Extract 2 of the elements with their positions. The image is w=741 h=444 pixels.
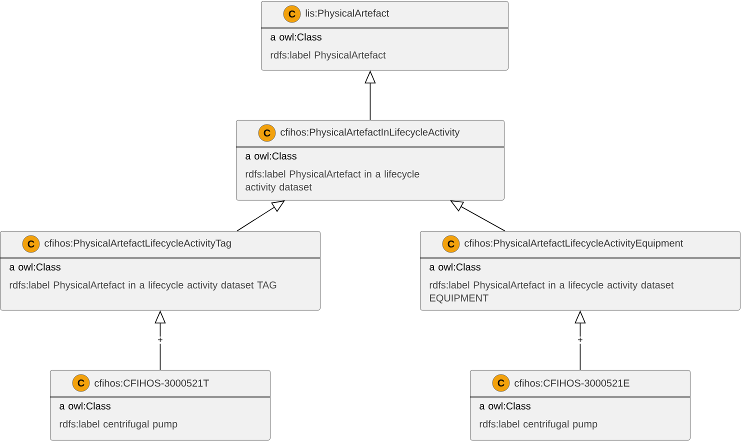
edge-label: + <box>576 336 584 344</box>
edge-label: + <box>156 336 164 344</box>
